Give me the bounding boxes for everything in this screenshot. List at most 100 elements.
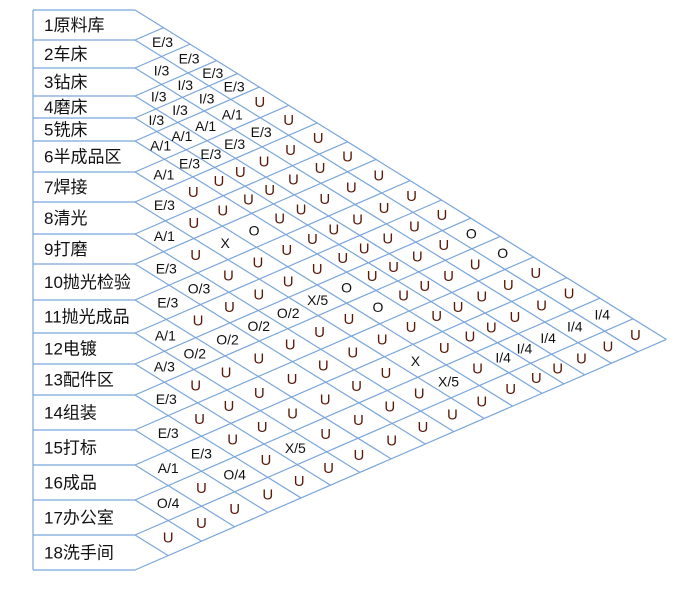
diagonal-line: [134, 158, 377, 265]
relationship-cell: U: [264, 182, 275, 199]
department-label: 14组装: [44, 404, 97, 423]
relationship-cell: A/1: [171, 128, 192, 144]
relationship-cell: E/3: [200, 146, 221, 162]
diagonal-line: [134, 534, 169, 557]
relationship-cell: U: [353, 447, 364, 464]
diagonal-line: [134, 297, 601, 501]
relationship-cell: I/3: [149, 112, 165, 128]
relationship-cell: U: [564, 286, 575, 303]
relationship-cell: U: [262, 486, 273, 503]
relationship-cell: A/1: [195, 118, 216, 134]
diagonal-line: [134, 140, 543, 394]
relationship-cell: A/1: [153, 166, 174, 182]
relationship-cell: U: [352, 211, 363, 228]
diagonal-line: [134, 67, 612, 364]
relationship-cell: E/3: [224, 78, 245, 94]
relationship-cell: E/3: [224, 136, 245, 152]
relationship-cell: U: [373, 168, 384, 185]
relationship-cell: U: [254, 94, 265, 111]
relationship-cell: E/3: [251, 124, 272, 140]
relationship-cell: U: [344, 311, 355, 328]
relationship-cell: U: [419, 278, 430, 295]
relationship-cells: E/3E/3E/3E/3UUUUUUUOOUUI/4UI/3I/3I/3A/1E…: [149, 34, 641, 547]
relationship-cell: I/4: [517, 340, 533, 356]
diagonal-line: [134, 72, 238, 119]
relationship-cell: U: [486, 319, 497, 336]
relationship-cell: U: [342, 148, 353, 165]
relationship-cell: X/5: [307, 292, 328, 308]
diagonal-line: [134, 60, 217, 97]
relationship-cell: U: [379, 200, 390, 217]
relationship-cell: U: [406, 188, 417, 205]
diagonal-line: [134, 86, 260, 142]
relationship-cell: I/3: [177, 77, 193, 93]
relationship-cell: O/3: [188, 281, 211, 297]
relationship-cell: U: [188, 184, 199, 201]
relationship-cell: U: [347, 345, 358, 362]
diagonal-line: [134, 332, 361, 473]
relationship-cell: U: [476, 394, 487, 411]
relationship-cell: U: [439, 340, 450, 357]
relationship-cell: U: [443, 268, 454, 285]
relationship-cell: E/3: [156, 391, 177, 407]
relationship-cell: A/1: [154, 228, 175, 244]
relationship-cell: E/3: [158, 425, 179, 441]
department-label: 18洗手间: [44, 544, 114, 563]
relationship-cell: U: [472, 360, 483, 377]
relationship-cell: U: [576, 350, 587, 367]
relationship-cell: U: [531, 370, 542, 387]
diagonal-line: [134, 141, 348, 235]
diagonal-line: [134, 318, 634, 536]
relationship-cell: E/3: [202, 65, 223, 81]
department-label: 13配件区: [44, 371, 114, 390]
relationship-cell: O: [249, 222, 260, 238]
relationship-cell: U: [257, 419, 268, 436]
relationship-cell: U: [505, 381, 516, 398]
relationship-cell: U: [406, 319, 417, 336]
relationship-cell: X: [411, 353, 421, 369]
relationship-cell: U: [418, 419, 429, 436]
relationship-cell: U: [196, 515, 207, 532]
relationship-cell: U: [253, 286, 264, 303]
department-label: 5铣床: [44, 121, 87, 140]
relationship-cell: U: [323, 460, 334, 477]
relationship-cell: U: [296, 201, 307, 218]
diagonal-line: [134, 217, 472, 365]
department-label: 15打标: [44, 439, 97, 458]
diagonal-line: [134, 338, 667, 571]
relationship-cell: U: [163, 530, 174, 547]
department-label: 17办公室: [44, 509, 114, 528]
relationship-cell: U: [285, 337, 296, 354]
relationship-cell: U: [214, 173, 225, 190]
relationship-cell: I/4: [495, 350, 511, 366]
relationship-cell: U: [227, 432, 238, 449]
relationship-cell: U: [217, 202, 228, 219]
relationship-cell: U: [320, 426, 331, 443]
relationship-cell: O/2: [277, 305, 300, 321]
relationship-cell: O/2: [248, 318, 271, 334]
relationship-cell: U: [190, 378, 201, 395]
relationship-cell: U: [319, 191, 330, 208]
relationship-cell: U: [382, 230, 393, 247]
relationship-cell: U: [412, 249, 423, 266]
relationship-cell: U: [283, 112, 294, 129]
relationship-cell: U: [223, 267, 234, 284]
relationship-cell: I/4: [594, 307, 610, 323]
relationship-cell: I/3: [199, 90, 215, 106]
department-label: 6半成品区: [44, 148, 121, 167]
relationship-cell: U: [552, 361, 563, 378]
relationship-cell: U: [313, 130, 324, 147]
relationship-cell: O: [341, 280, 352, 296]
relationship-cell: I/3: [151, 89, 167, 105]
relationship-cell: U: [530, 265, 541, 282]
chart-grid: [32, 9, 667, 571]
relationship-cell: U: [318, 357, 329, 374]
relationship-cell: A/1: [155, 327, 176, 343]
relationship-cell: U: [188, 215, 199, 232]
department-label: 2车床: [44, 45, 87, 64]
relationship-cell: I/4: [540, 330, 556, 346]
relationship-cell: U: [224, 398, 235, 415]
diagonal-line: [134, 43, 191, 69]
diagonal-line: [134, 263, 426, 445]
relationship-cell: U: [431, 308, 442, 325]
